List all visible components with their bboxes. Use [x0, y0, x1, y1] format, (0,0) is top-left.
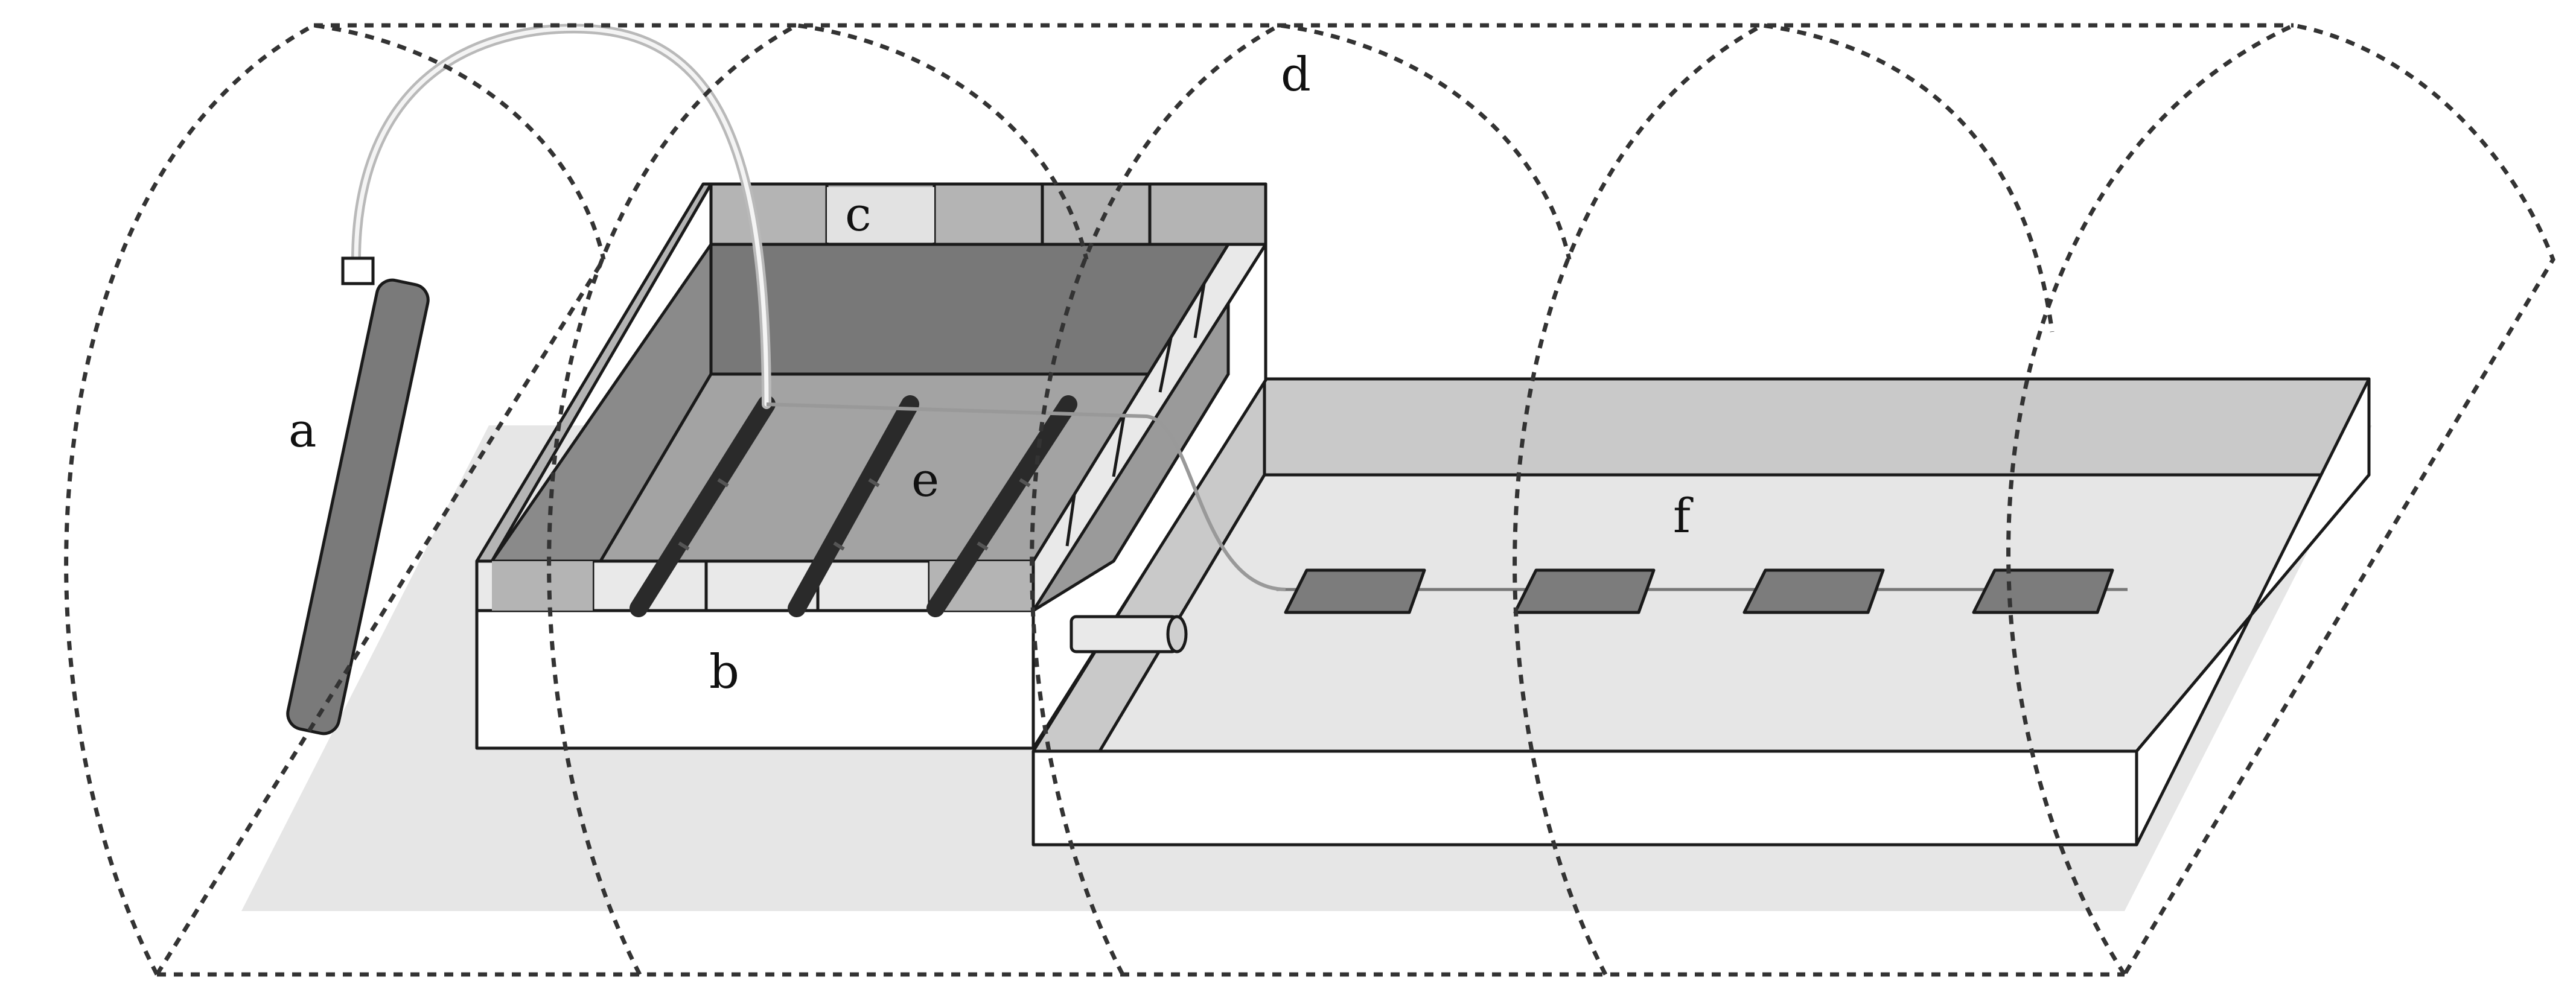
tunnel-arch-2 — [547, 23, 1089, 976]
right-panel-dividers — [1065, 283, 1206, 547]
tray-f — [1031, 377, 2371, 847]
bar-3 — [926, 395, 1077, 617]
cylinder-device-icon — [286, 256, 430, 736]
bars-e — [630, 395, 1077, 617]
inner-back-wall — [709, 243, 1230, 376]
tunnel-d — [64, 23, 2555, 977]
bar-2 — [788, 395, 919, 617]
label-d: d — [1281, 48, 1311, 102]
tray-f-front-face — [1031, 749, 2138, 847]
label-b: b — [709, 645, 739, 699]
tunnel-arch-5 — [2006, 23, 2555, 976]
tunnel-arch-1 — [64, 23, 606, 976]
sample-pad-4 — [1972, 568, 2114, 614]
tunnel-arch-4 — [1513, 23, 2055, 976]
tunnel-left-bottom — [155, 258, 605, 976]
label-c: c — [845, 188, 872, 242]
bar-1 — [630, 395, 776, 617]
tray-f-back-wall — [1263, 377, 2371, 477]
label-a: a — [289, 404, 317, 458]
label-f: f — [1673, 489, 1694, 544]
label-e: e — [911, 453, 939, 507]
pipe-outlet-icon — [1070, 615, 1188, 653]
back-panel-light — [827, 187, 934, 243]
connector-line — [766, 402, 1286, 591]
sample-pad-1 — [1284, 568, 1426, 614]
tunnel-arch-3 — [1030, 23, 1572, 976]
sample-pad-3 — [1742, 568, 1885, 614]
bar-segments — [678, 478, 1031, 551]
rim-back — [709, 182, 1267, 246]
sample-pad-2 — [1513, 568, 1656, 614]
tube-inner — [354, 26, 769, 407]
